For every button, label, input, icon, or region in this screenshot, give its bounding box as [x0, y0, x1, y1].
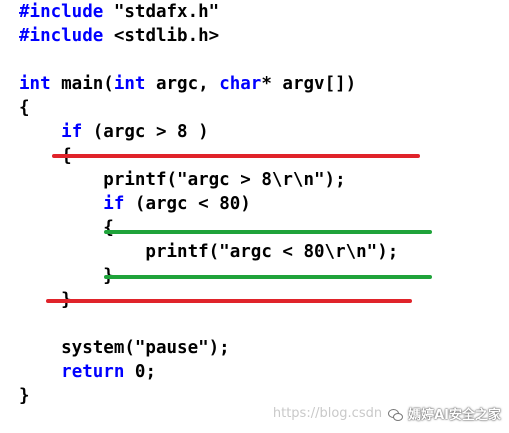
code-line: if (argc > 8 )	[19, 120, 398, 144]
code-token: (argc > 8 )	[82, 122, 209, 142]
code-token: <stdlib.h>	[103, 26, 220, 46]
code-keyword: #include	[19, 26, 104, 46]
code-line: int main(int argc, char* argv[])	[19, 72, 398, 96]
code-line: if (argc < 80)	[19, 192, 398, 216]
code-token: (argc < 80)	[124, 194, 251, 214]
code-line: #include <stdlib.h>	[19, 24, 398, 48]
code-block[interactable]: #include "stdafx.h"#include <stdlib.h> i…	[19, 0, 398, 408]
wechat-icon	[388, 408, 404, 421]
watermark: https://blog.csdn 媽婷AI安全之家	[273, 404, 501, 423]
code-token: }	[19, 266, 114, 286]
code-line	[19, 312, 398, 336]
code-token: main(	[50, 74, 114, 94]
code-token	[19, 194, 103, 214]
code-token: {	[19, 98, 30, 118]
code-token	[19, 362, 61, 382]
outer-block-close-marker	[46, 299, 412, 303]
code-line: {	[19, 216, 398, 240]
code-token: }	[19, 386, 30, 406]
watermark-brand: 媽婷AI安全之家	[408, 408, 501, 423]
code-line: printf("argc < 80\r\n");	[19, 240, 398, 264]
code-token: printf("argc > 8\r\n");	[19, 170, 346, 190]
code-line: system("pause");	[19, 336, 398, 360]
code-token: printf("argc < 80\r\n");	[19, 242, 399, 262]
watermark-url: https://blog.csdn	[272, 406, 383, 421]
code-token: * argv[])	[261, 74, 357, 94]
code-token: "stdafx.h"	[103, 2, 220, 22]
code-line: return 0;	[19, 360, 398, 384]
code-token: system("pause");	[19, 338, 230, 358]
code-keyword: char	[219, 74, 262, 94]
code-keyword: if	[61, 122, 83, 142]
code-line	[19, 48, 398, 72]
code-line: }	[19, 384, 398, 408]
code-line: #include "stdafx.h"	[19, 0, 398, 24]
code-keyword: int	[113, 74, 146, 94]
code-line: printf("argc > 8\r\n");	[19, 168, 398, 192]
code-keyword: #include	[19, 2, 104, 22]
inner-block-close-marker	[104, 275, 432, 279]
outer-block-open-marker	[52, 154, 420, 158]
code-keyword: return	[61, 362, 125, 382]
code-line: {	[19, 96, 398, 120]
code-token	[19, 122, 61, 142]
code-token: {	[19, 218, 114, 238]
code-token: 0;	[124, 362, 156, 382]
inner-block-open-marker	[104, 230, 432, 234]
code-keyword: int	[19, 74, 51, 94]
code-token: argc,	[145, 74, 220, 94]
code-keyword: if	[103, 194, 125, 214]
